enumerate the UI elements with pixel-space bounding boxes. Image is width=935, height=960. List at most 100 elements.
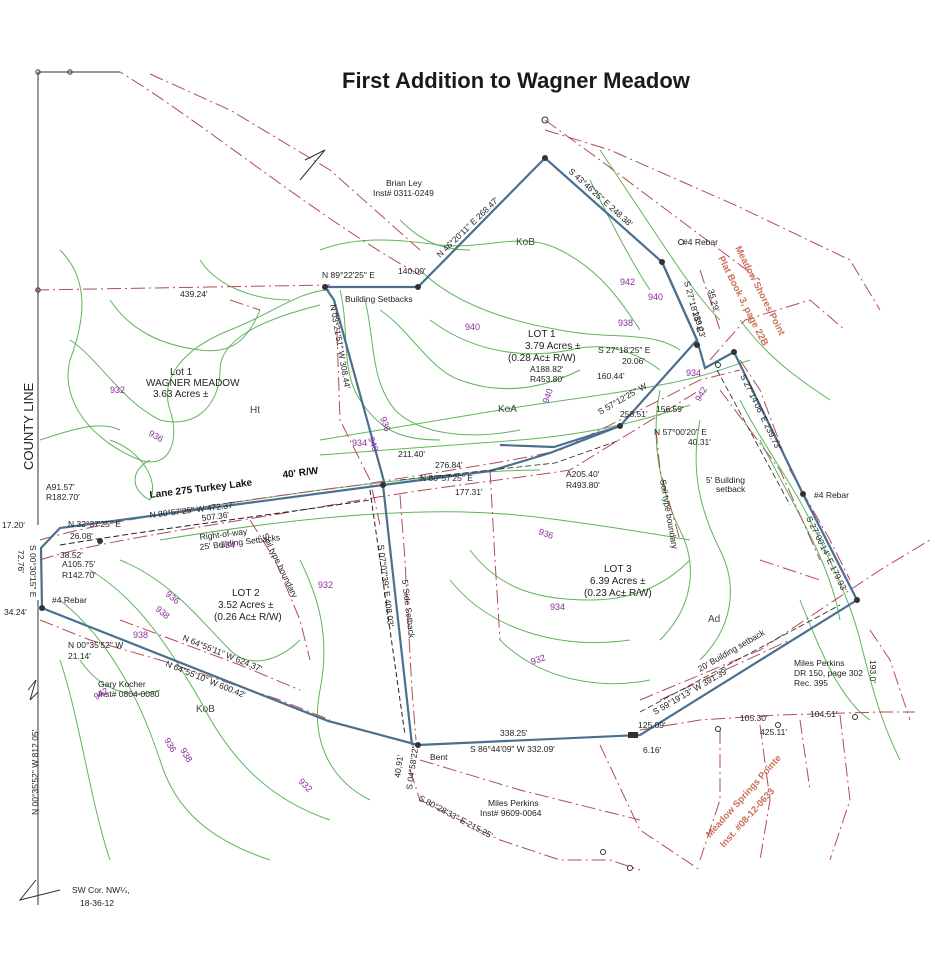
corner-line1: SW Cor. NW¼, (72, 885, 130, 895)
lot1-acres: 3.79 Acres ± (525, 341, 581, 352)
contour-label-12: 938 (133, 630, 148, 640)
setback-5-label: 5' Building (706, 475, 745, 485)
soil-ht: Ht (250, 405, 260, 416)
bearing-b54: S 04°58'22" (404, 745, 420, 790)
bearing-b17: S 27°14'06" E 239.73' (738, 372, 783, 451)
lot2-rw: (0.26 Ac± R/W) (214, 612, 282, 623)
owner-south-name: Miles Perkins (488, 798, 539, 808)
bearing-b23: R493.80' (566, 480, 600, 490)
county-line-label: COUNTY LINE (21, 383, 36, 470)
contour-label-18: 934 (550, 602, 565, 612)
bearing-b19: 276.84' (435, 460, 463, 470)
wagner-name: WAGNER MEADOW (146, 378, 240, 389)
bearing-b18: 211.40' (398, 449, 425, 459)
bearing-b46: S 86°44'09" W 332.09' (470, 744, 555, 754)
contour-label-9: 934 (220, 540, 235, 550)
contour-label-21: 936 (378, 415, 393, 433)
wagner-lot-label: Lot 1 (170, 367, 193, 378)
contour-label-11: 936 (537, 526, 555, 541)
bearing-b42: S 07°07'39" E 408.03' (376, 544, 396, 627)
bearing-b34: A105.75' (62, 559, 96, 569)
bearing-b38: 21.14' (68, 651, 91, 661)
building-setbacks-label: Building Setbacks (345, 294, 413, 304)
soil-kob-2: KoB (196, 704, 215, 715)
bearing-b28: N 32°37'25" E (68, 519, 121, 529)
setback-lines (59, 369, 841, 736)
lot3-label: LOT 3 (604, 564, 632, 575)
bearing-b44: S 59°19'13" W 391.39' (651, 665, 730, 716)
bearing-b53: 40.91' (392, 754, 405, 778)
lot-boundaries (39, 156, 859, 747)
bearing-b50: 104.51' (810, 709, 838, 719)
bearing-b32: 72.76' (16, 550, 26, 573)
rebar-note-2: #4 Rebar (814, 490, 849, 500)
contour-label-5: 942 (620, 277, 635, 287)
contour-label-7: 938 (154, 604, 172, 621)
lot2-acres: 3.52 Acres ± (218, 600, 274, 611)
owner-se-inst: DR 150, page 302 (794, 668, 863, 678)
bearing-b30: 17.20' (2, 520, 25, 530)
bearing-b33: S 00°30'15" E (28, 545, 38, 598)
bearing-b58: 35.29' (706, 288, 722, 313)
bearing-b6: N 03°21'51" W 308.44' (328, 304, 353, 390)
contour-label-2: 936 (147, 428, 165, 444)
lot1-label: LOT 1 (528, 329, 556, 340)
owner-south-inst: Inst# 9609-0064 (480, 808, 542, 818)
setback-label: setback (716, 484, 746, 494)
bearing-b31: 38.52' (60, 550, 83, 560)
bearing-b41: N 00°35'52" W 812.05' (30, 729, 40, 815)
lot3-acres: 6.39 Acres ± (590, 576, 646, 587)
bearing-b21: 177.31' (455, 487, 483, 497)
contour-lines (39, 149, 901, 861)
bearing-b16: 40.31' (688, 437, 711, 447)
bearing-b15: N 57°00'20" E (654, 427, 707, 437)
bearing-b35: R142.70' (62, 570, 96, 580)
section-lines (18, 69, 326, 905)
contour-label-10: 932 (318, 580, 333, 590)
bearing-b27: 507.36' (201, 510, 230, 523)
rebar-note-1: #4 Rebar (683, 237, 718, 247)
monuments (39, 116, 860, 871)
contour-label-6: 940 (648, 292, 663, 302)
soil-kob-1: KoB (516, 237, 535, 248)
contour-label-15: 938 (178, 746, 194, 764)
bearing-b4: 140.00' (398, 266, 426, 276)
wagner-acres: 3.63 Acres ± (153, 389, 209, 400)
bent-note: Bent (430, 752, 448, 762)
contour-label-3: 938 (618, 318, 633, 328)
contour-label-16: 936 (162, 736, 178, 754)
contour-label-4: 940 (465, 322, 480, 332)
bearing-b37: N 00°35'52" W (68, 640, 123, 650)
soil-ad: Ad (708, 614, 720, 625)
rec-note: Rec. 395 (794, 678, 828, 688)
contour-label-19: 932 (529, 652, 547, 667)
contour-label-1: 934 (352, 438, 367, 448)
contour-label-13: 940 (540, 387, 555, 405)
soil-boundary-2: Soil type boundary (658, 479, 680, 551)
road-rw: 40' R/W (282, 466, 319, 481)
bearing-b25: R182.70' (46, 492, 80, 502)
bearing-b48: 6.16' (643, 745, 662, 755)
road-name: Lane 275 Turkey Lake (149, 477, 253, 501)
contour-label-22: 940 (366, 435, 381, 453)
bearing-b49: 105.30' (740, 713, 768, 723)
bearing-b10: R453.80' (530, 374, 564, 384)
bearing-b2: S 43°46'25" E 248.38' (567, 166, 635, 229)
bearing-b5: 439.24' (180, 289, 208, 299)
contour-label-20: 934 (686, 368, 701, 378)
bearing-b45: 338.25' (500, 728, 528, 738)
bearing-b22: A205.40' (566, 469, 600, 479)
side-setback-label: 5' Side Setback (400, 579, 417, 639)
owner-north-inst: Inst# 0311-0249 (373, 188, 434, 198)
rebar-note-3: #4 Rebar (52, 595, 87, 605)
bearing-b47: 125.09' (638, 720, 666, 730)
bearing-b20: N 80°57'25" E (420, 473, 473, 483)
contour-label-8: 936 (164, 589, 182, 606)
contour-label-23: 942 (693, 385, 709, 403)
owner-sw-name: Gary Kocher (98, 679, 146, 689)
bearing-b3: N 89°22'25" E (322, 270, 375, 280)
contour-label-0: 932 (110, 385, 125, 395)
bearing-b52: 193.0' (868, 660, 878, 683)
labels: Brian Ley Inst# 0311-0249 N 46°20'11" E … (2, 166, 878, 908)
